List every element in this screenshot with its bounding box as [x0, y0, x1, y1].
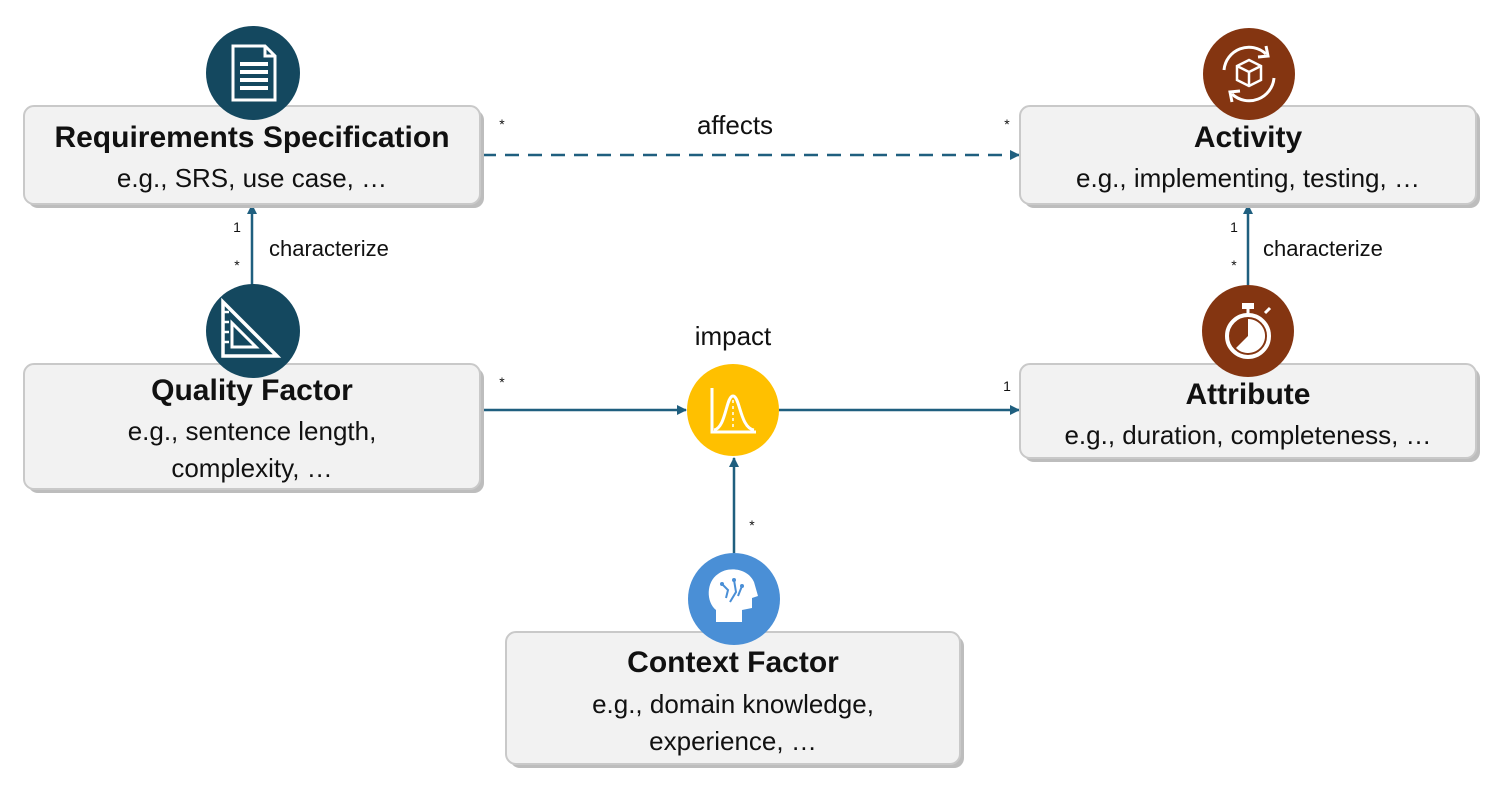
document-icon — [206, 26, 300, 120]
attribute-box: Attribute e.g., duration, completeness, … — [1019, 363, 1480, 462]
requirements-specification-example: e.g., SRS, use case, … — [117, 163, 387, 193]
cycle-box-icon — [1203, 28, 1295, 120]
requirements-specification-title: Requirements Specification — [54, 121, 449, 154]
impact-label: impact — [695, 321, 772, 351]
impact-attribute-target-multiplicity: 1 — [1003, 378, 1011, 394]
connector-affects: affects * * — [482, 110, 1020, 160]
context-impact-source-multiplicity: * — [749, 517, 755, 533]
characterize-left-target-multiplicity: 1 — [233, 219, 241, 235]
characterize-right-label: characterize — [1263, 236, 1383, 261]
context-factor-box: Context Factor e.g., domain knowledge, e… — [505, 631, 964, 768]
quality-factor-example-line-1: e.g., sentence length, — [128, 416, 377, 446]
affects-target-multiplicity: * — [1004, 116, 1010, 132]
stopwatch-icon — [1202, 285, 1294, 377]
connector-characterize-left: characterize 1 * — [233, 204, 389, 285]
characterize-right-target-multiplicity: 1 — [1230, 219, 1238, 235]
quality-impact-source-multiplicity: * — [499, 374, 505, 390]
connector-quality-impact: * — [482, 374, 687, 415]
context-factor-example-line-1: e.g., domain knowledge, — [592, 689, 874, 719]
characterize-left-source-multiplicity: * — [234, 257, 240, 273]
attribute-title: Attribute — [1186, 378, 1311, 411]
affects-label: affects — [697, 110, 773, 140]
attribute-example: e.g., duration, completeness, … — [1064, 420, 1431, 450]
connector-context-impact: * — [729, 457, 755, 553]
activity-example: e.g., implementing, testing, … — [1076, 163, 1420, 193]
characterize-right-source-multiplicity: * — [1231, 257, 1237, 273]
activity-title: Activity — [1194, 121, 1303, 154]
head-brain-icon — [688, 553, 780, 645]
context-factor-example-line-2: experience, … — [649, 726, 817, 756]
set-square-icon — [206, 284, 300, 378]
impact-node: impact — [687, 321, 779, 456]
characterize-left-label: characterize — [269, 236, 389, 261]
connector-characterize-right: characterize 1 * — [1230, 204, 1383, 285]
requirements-specification-box: Requirements Specification e.g., SRS, us… — [23, 105, 484, 208]
quality-factor-box: Quality Factor e.g., sentence length, co… — [23, 363, 484, 493]
affects-source-multiplicity: * — [499, 116, 505, 132]
activity-box: Activity e.g., implementing, testing, … — [1019, 105, 1480, 208]
context-factor-title: Context Factor — [627, 646, 839, 679]
connector-impact-attribute: 1 — [779, 378, 1020, 415]
quality-factor-title: Quality Factor — [151, 374, 353, 407]
quality-factor-example-line-2: complexity, … — [171, 453, 332, 483]
